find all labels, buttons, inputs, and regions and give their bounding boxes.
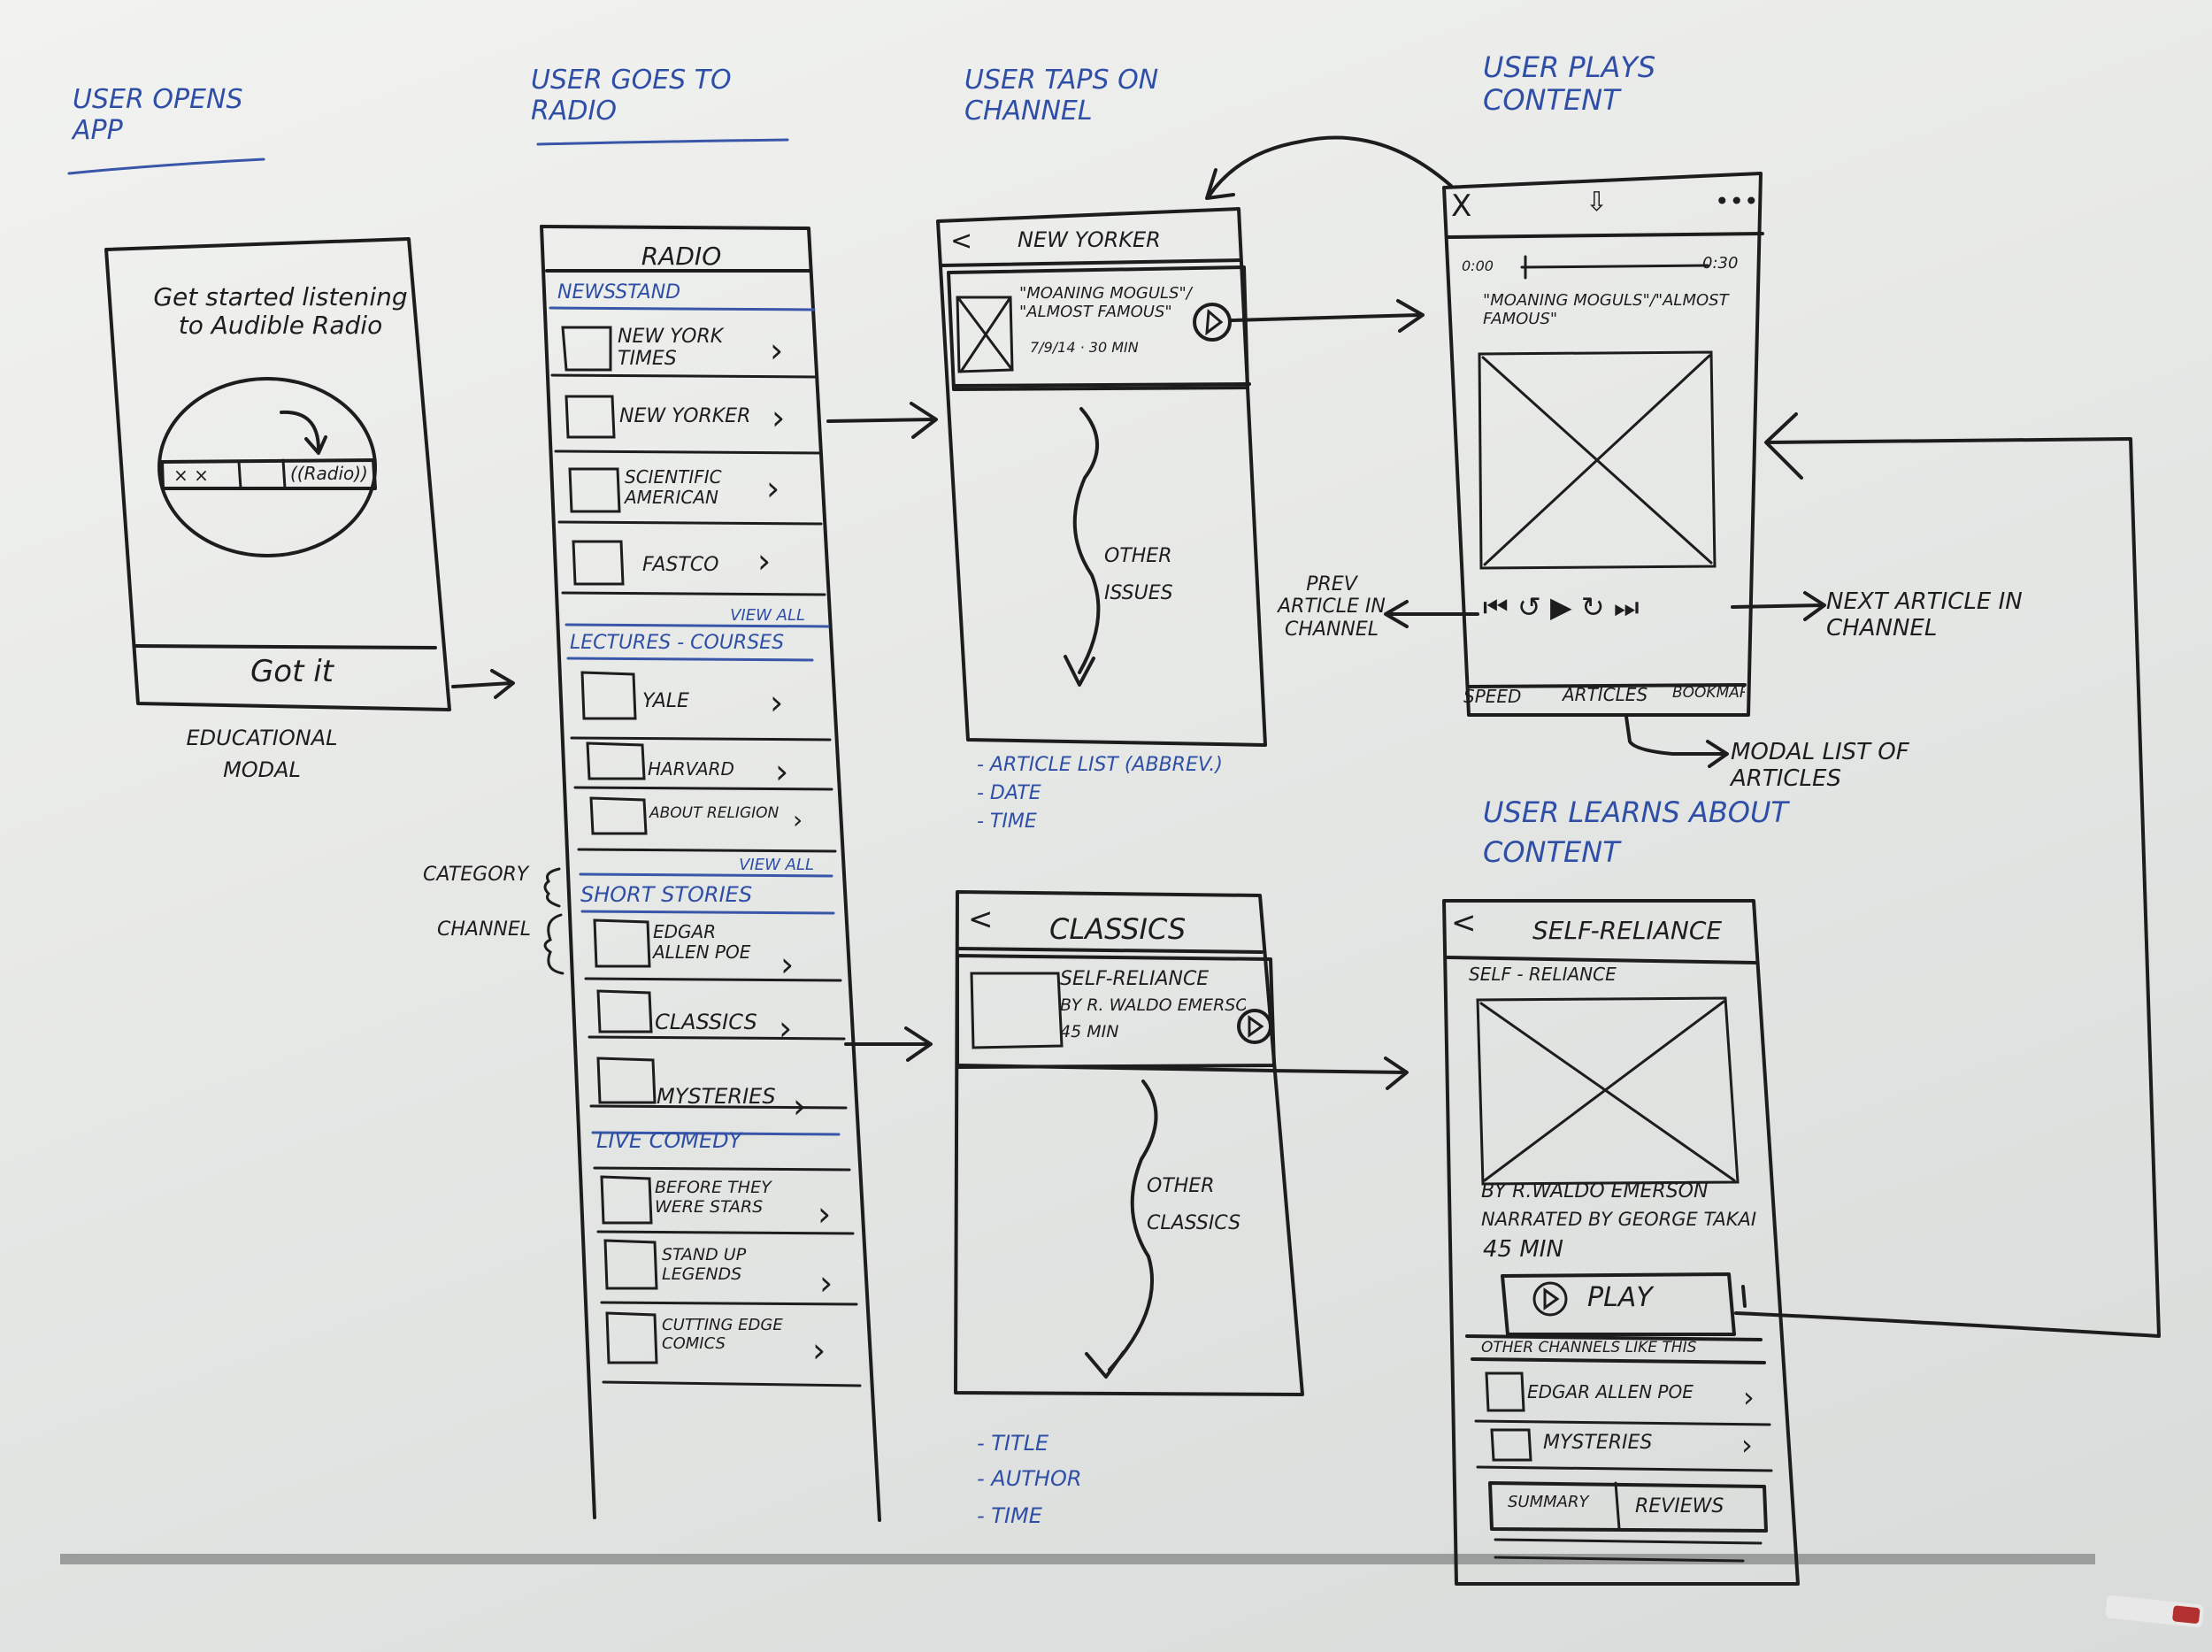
heading-plays: USER PLAYS CONTENT [1483,50,1656,117]
time-total: 0:30 [1702,254,1739,273]
chevron-right-icon: › [770,683,784,722]
item-author: BY R. WALDO EMERSON [1060,996,1246,1015]
list-item[interactable]: CUTTING EDGE COMICS [662,1316,783,1353]
chevron-right-icon: › [1741,1428,1753,1462]
detail-length: 45 MIN [1483,1236,1563,1263]
note-line: - TITLE [977,1431,1049,1456]
more-icon[interactable]: ••• [1715,187,1759,216]
next-icon[interactable]: ⏭ [1613,590,1640,624]
chevron-right-icon: › [757,542,772,580]
chevron-right-icon: › [772,398,786,437]
other-issues-label: OTHER ISSUES [1104,545,1173,604]
prev-icon[interactable]: ⏮ [1483,590,1509,624]
detail-narrator: NARRATED BY GEORGE TAKAI [1481,1209,1757,1230]
view-all-link[interactable]: VIEW ALL [739,856,814,874]
list-item[interactable]: ABOUT RELIGION [649,804,780,822]
item-title[interactable]: SELF-RELIANCE [1060,968,1210,990]
chevron-right-icon: › [770,331,784,370]
chevron-right-icon: › [1743,1380,1755,1414]
chevron-right-icon: › [775,752,789,791]
close-icon[interactable]: X [1451,188,1472,224]
section-lectures: LECTURES - COURSES [570,632,785,654]
note-line: - AUTHOR [977,1466,1082,1491]
detail-author: BY R.WALDO EMERSON [1481,1180,1709,1203]
detail-subtitle: SELF - RELIANCE [1469,964,1617,985]
radio-title: RADIO [641,242,722,271]
chevron-right-icon: › [779,1009,793,1048]
list-item[interactable]: STAND UP LEGENDS [662,1245,747,1284]
channel-label: CHANNEL [437,918,532,941]
list-item[interactable]: FASTCO [642,554,719,576]
time-elapsed: 0:00 [1462,257,1494,274]
list-item[interactable]: CLASSICS [655,1010,757,1034]
note-line: - TIME [977,811,1037,833]
radio-icon: ((Radio)) [290,463,368,484]
list-item[interactable]: MYSTERIES [657,1084,776,1109]
modal-caption: EDUCATIONAL MODAL [186,726,338,782]
heading-radio: USER GOES TO RADIO [531,65,732,127]
note-line: - ARTICLE LIST (ABBREV.) [977,754,1223,776]
list-item[interactable]: HARVARD [648,758,734,780]
article-meta: 7/9/14 · 30 MIN [1030,339,1139,356]
item-length: 45 MIN [1060,1022,1119,1041]
category-label: CATEGORY [423,864,529,886]
list-item[interactable]: EDGAR ALLEN POE [653,921,751,963]
back-icon[interactable]: < [1451,905,1477,941]
chevron-right-icon: › [793,1087,807,1126]
back-icon[interactable]: < [968,902,994,937]
list-item[interactable]: NEW YORK TIMES [618,326,724,371]
list-item[interactable]: BEFORE THEY WERE STARS [655,1178,772,1217]
modal-list-label: MODAL LIST OF ARTICLES [1731,739,1909,792]
chevron-right-icon: › [780,945,795,984]
other-channels-header: OTHER CHANNELS LIKE THIS [1481,1340,1697,1356]
chevron-right-icon: › [766,469,780,508]
section-newsstand: NEWSSTAND [557,281,681,304]
player-controls[interactable]: ⏮ ↺ ▶ ↻ ⏭ [1483,591,1640,624]
prev-article-label: PREV ARTICLE IN CHANNEL [1278,573,1386,641]
chevron-right-icon: › [819,1264,833,1302]
heading-learns: USER LEARNS ABOUT CONTENT [1483,795,1788,869]
next-article-label: NEXT ARTICLE IN CHANNEL [1826,588,2023,642]
list-item[interactable]: EDGAR ALLEN POE [1527,1381,1694,1402]
close-icon[interactable]: × × [173,465,209,486]
rewind-icon[interactable]: ↺ [1517,590,1541,624]
heading-open-app: USER OPENS APP [73,84,243,146]
note-line: - DATE [977,782,1041,804]
chevron-right-icon: › [812,1331,826,1370]
list-item[interactable]: NEW YORKER [619,405,751,427]
channel-title: NEW YORKER [1018,227,1161,252]
download-icon[interactable]: ⇩ [1586,187,1609,218]
tab-articles[interactable]: ARTICLES [1563,684,1648,705]
whiteboard-frame [60,1554,2095,1564]
channel-title: CLASSICS [1049,912,1187,946]
tab-summary[interactable]: SUMMARY [1508,1494,1589,1511]
list-item[interactable]: MYSTERIES [1543,1432,1653,1454]
chevron-right-icon: › [793,805,803,834]
forward-icon[interactable]: ↻ [1580,590,1605,624]
back-icon[interactable]: < [950,226,973,257]
view-all-link[interactable]: VIEW ALL [730,606,805,625]
note-line: - TIME [977,1503,1042,1528]
tab-bookmark[interactable]: BOOKMARK [1672,685,1745,702]
modal-message: Get started listening to Audible Radio [153,282,408,341]
heading-channel: USER TAPS ON CHANNEL [964,65,1159,127]
other-classics-label: OTHER CLASSICS [1147,1175,1241,1234]
now-playing-title: "MOANING MOGULS"/"ALMOST FAMOUS" [1483,291,1729,328]
section-live-comedy: LIVE COMEDY [596,1128,742,1153]
tab-speed[interactable]: SPEED [1463,686,1522,707]
play-icon[interactable]: ▶ [1549,590,1572,624]
list-item[interactable]: SCIENTIFIC AMERICAN [625,466,722,508]
section-short-stories: SHORT STORIES [580,882,753,907]
article-title[interactable]: "MOANING MOGULS"/ "ALMOST FAMOUS" [1019,284,1192,321]
tab-reviews[interactable]: REVIEWS [1635,1495,1724,1518]
detail-title: SELF-RELIANCE [1532,916,1723,945]
chevron-right-icon: › [818,1195,832,1233]
play-button[interactable]: PLAY [1587,1282,1653,1313]
got-it-button[interactable]: Got it [250,654,334,689]
list-item[interactable]: YALE [642,690,689,712]
